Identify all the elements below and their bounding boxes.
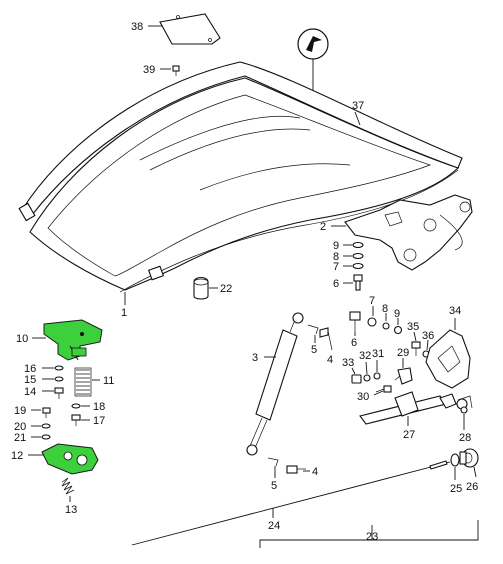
label-6b: 6	[351, 337, 357, 349]
parts-4-5-lower[interactable]	[267, 457, 306, 474]
direction-badge	[297, 28, 329, 95]
label-18: 18	[93, 401, 105, 413]
label-11: 11	[103, 375, 114, 387]
label-4a: 4	[327, 354, 333, 366]
parts-35-36[interactable]	[411, 341, 430, 358]
part-28-lock-cylinder[interactable]	[456, 395, 473, 414]
label-16: 16	[24, 363, 36, 375]
label-36: 36	[422, 330, 434, 342]
part-38-cover-plate[interactable]	[159, 13, 221, 45]
part-23-assembly-bracket	[259, 520, 479, 548]
label-5b: 5	[271, 480, 277, 492]
part-2-hinge-bracket[interactable]	[344, 194, 473, 271]
part-22-buffer[interactable]	[193, 276, 209, 300]
hinge-hardware-stack[interactable]	[352, 241, 364, 291]
label-15: 15	[24, 374, 36, 386]
label-20: 20	[14, 421, 26, 433]
label-1: 1	[121, 307, 127, 319]
label-27: 27	[403, 429, 415, 441]
label-31: 31	[372, 348, 384, 360]
label-33: 33	[342, 357, 354, 369]
label-38: 38	[131, 21, 143, 33]
label-37: 37	[352, 100, 364, 112]
label-35: 35	[407, 321, 419, 333]
part-39-screw[interactable]	[172, 65, 180, 76]
label-4b: 4	[312, 466, 318, 478]
label-14: 14	[24, 386, 36, 398]
part-1-hood[interactable]	[18, 61, 463, 293]
part-25-washer[interactable]	[450, 453, 460, 467]
part-13-spring[interactable]	[61, 477, 75, 495]
part-34-lock-cover[interactable]	[425, 329, 471, 389]
label-29: 29	[397, 347, 409, 359]
part-11-spring[interactable]	[74, 367, 92, 397]
label-32: 32	[359, 350, 371, 362]
label-12: 12	[11, 450, 23, 462]
label-30: 30	[357, 391, 369, 403]
label-9a: 9	[333, 240, 339, 252]
label-9b: 9	[394, 308, 400, 320]
label-8b: 8	[382, 303, 388, 315]
label-13: 13	[65, 504, 77, 516]
label-17: 17	[93, 415, 105, 427]
part-30-screw[interactable]	[375, 385, 392, 393]
parts-31-33[interactable]	[351, 372, 381, 384]
parts-6-9-middle[interactable]	[349, 311, 403, 335]
parts-4-5-upper[interactable]	[307, 324, 333, 351]
label-21: 21	[14, 432, 26, 444]
part-26-release-knob[interactable]	[459, 448, 479, 468]
label-2: 2	[320, 221, 326, 233]
label-8a: 8	[333, 251, 339, 263]
parts-14-16-fasteners[interactable]	[54, 365, 64, 399]
label-23-visible: 23	[366, 531, 378, 543]
label-6a: 6	[333, 278, 339, 290]
part-27-lock-shaft[interactable]	[359, 391, 457, 425]
label-22: 22	[220, 283, 232, 295]
part-12-lock-plate[interactable]	[41, 443, 99, 475]
label-3: 3	[252, 352, 258, 364]
label-19: 19	[14, 405, 26, 417]
part-3-gas-strut[interactable]	[246, 312, 304, 456]
label-28: 28	[459, 432, 471, 444]
label-7a: 7	[333, 261, 339, 273]
label-10: 10	[16, 333, 28, 345]
chevron-arrow-icon	[306, 36, 322, 52]
label-24: 24	[268, 520, 280, 532]
part-29-bracket[interactable]	[394, 367, 413, 385]
label-26: 26	[466, 481, 478, 493]
label-34: 34	[449, 305, 461, 317]
part-24-release-cable[interactable]	[131, 460, 451, 546]
parts-17-18[interactable]	[71, 403, 81, 426]
parts-19-21[interactable]	[41, 407, 51, 440]
label-5a: 5	[311, 344, 317, 356]
label-7b: 7	[369, 295, 375, 307]
label-39: 39	[143, 64, 155, 76]
label-25: 25	[450, 483, 462, 495]
part-10-lock-upper[interactable]	[43, 319, 103, 361]
